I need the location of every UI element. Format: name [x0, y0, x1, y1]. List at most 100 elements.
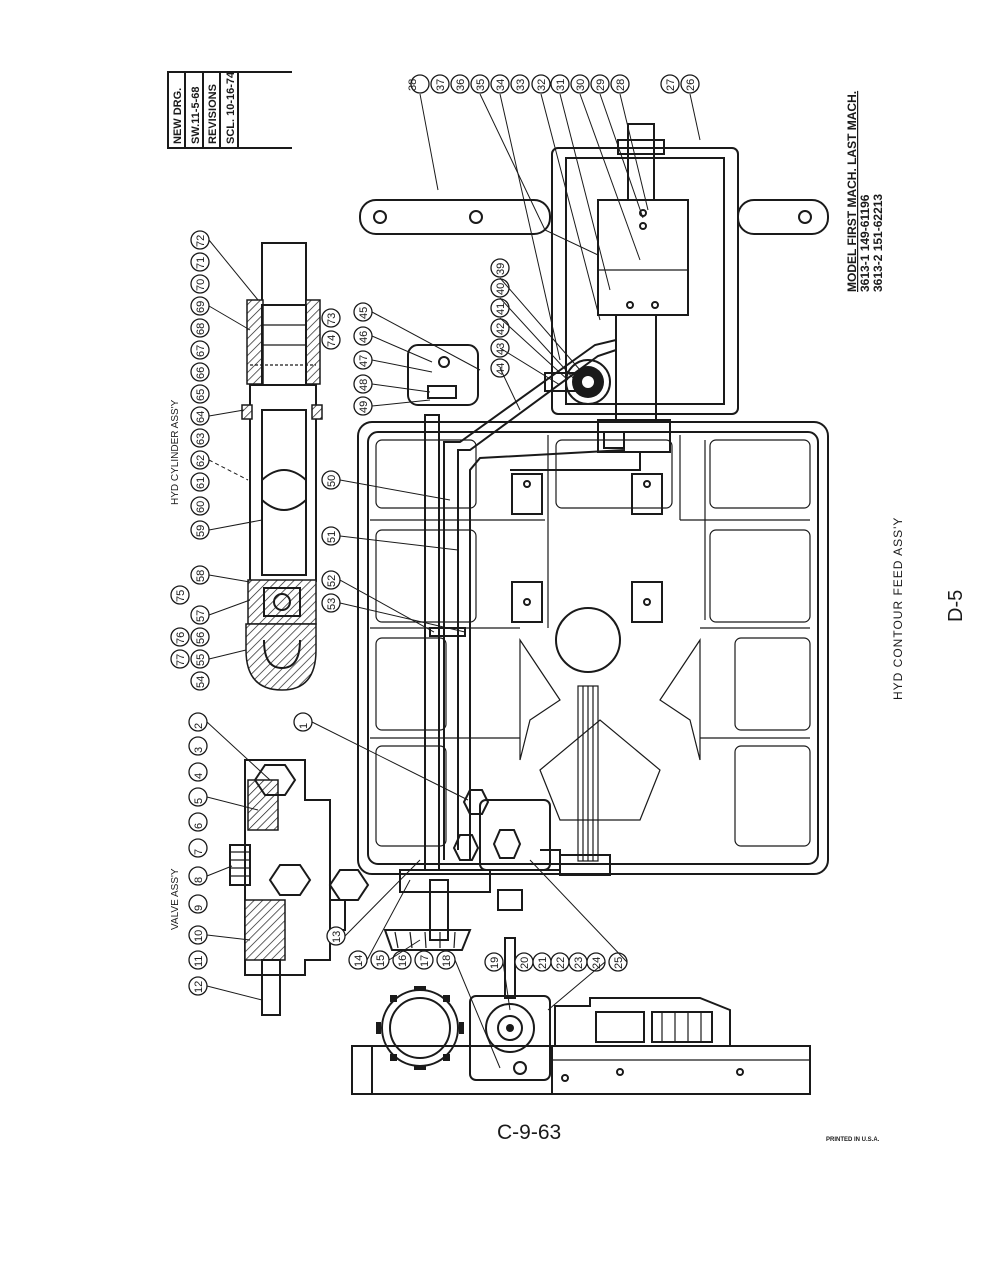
callout-3: 3 [188, 736, 208, 756]
svg-text:31: 31 [555, 79, 567, 91]
svg-text:4: 4 [193, 773, 205, 779]
callout-41: 41 [490, 298, 510, 318]
doc-number: C-9-63 [497, 1121, 561, 1144]
callout-5: 5 [188, 787, 208, 807]
assembly-title: HYD CONTOUR FEED ASS'Y [891, 517, 905, 700]
svg-text:58: 58 [195, 570, 207, 582]
callout-50: 50 [321, 470, 341, 490]
callout-45: 45 [353, 302, 373, 322]
callout-61: 61 [190, 472, 210, 492]
callout-60: 60 [190, 496, 210, 516]
svg-text:35: 35 [475, 79, 487, 91]
svg-text:1: 1 [298, 723, 310, 729]
svg-text:42: 42 [495, 323, 507, 335]
svg-text:6: 6 [193, 823, 205, 829]
svg-text:52: 52 [326, 575, 338, 587]
new-drg-date: SW.11-5-68 [190, 87, 202, 144]
callout-18: 18 [436, 950, 456, 970]
callout-42: 42 [490, 318, 510, 338]
callout-35: 35 [470, 74, 490, 94]
svg-text:20: 20 [519, 957, 531, 969]
callout-57: 57 [190, 605, 210, 625]
svg-text:5: 5 [193, 798, 205, 804]
svg-text:74: 74 [326, 335, 338, 347]
valve-drawing [229, 759, 370, 1016]
svg-text:14: 14 [353, 955, 365, 967]
callout-37: 37 [430, 74, 450, 94]
callout-22: 22 [550, 952, 570, 972]
svg-text:60: 60 [195, 501, 207, 513]
svg-text:12: 12 [193, 981, 205, 993]
callout-25: 25 [608, 952, 628, 972]
callout-76: 76 [170, 627, 190, 647]
svg-text:41: 41 [495, 303, 507, 315]
svg-text:64: 64 [195, 411, 207, 423]
hyd-cylinder-title: HYD CYLINDER ASS'Y [170, 399, 181, 505]
svg-text:59: 59 [195, 525, 207, 537]
callout-48: 48 [353, 374, 373, 394]
svg-text:18: 18 [441, 955, 453, 967]
callout-24: 24 [586, 952, 606, 972]
callout-21: 21 [532, 952, 552, 972]
svg-text:77: 77 [175, 654, 187, 666]
svg-text:57: 57 [195, 610, 207, 622]
svg-text:30: 30 [575, 79, 587, 91]
callout-49: 49 [353, 396, 373, 416]
svg-text:21: 21 [537, 957, 549, 969]
svg-text:66: 66 [195, 367, 207, 379]
callout-16: 16 [392, 950, 412, 970]
svg-text:34: 34 [495, 79, 507, 91]
callout-8: 8 [188, 866, 208, 886]
svg-text:16: 16 [397, 955, 409, 967]
svg-text:48: 48 [358, 379, 370, 391]
svg-text:25: 25 [613, 957, 625, 969]
hex-fitting-icon [253, 764, 297, 796]
callout-14: 14 [348, 950, 368, 970]
callout-58: 58 [190, 565, 210, 585]
svg-text:46: 46 [358, 331, 370, 343]
revision-box: NEW DRG. SW.11-5-68 REVISIONS SCL. 10-16… [167, 71, 292, 149]
svg-text:40: 40 [495, 283, 507, 295]
svg-text:32: 32 [536, 79, 548, 91]
callout-67: 67 [190, 340, 210, 360]
svg-text:54: 54 [195, 676, 207, 688]
gear-icon [565, 359, 611, 405]
svg-text:50: 50 [326, 475, 338, 487]
callout-13: 13 [326, 926, 346, 946]
svg-text:8: 8 [193, 877, 205, 883]
svg-text:45: 45 [358, 307, 370, 319]
svg-text:76: 76 [175, 632, 187, 644]
hyd-cylinder-drawing [241, 242, 323, 691]
callout-6: 6 [188, 812, 208, 832]
callout-11: 11 [188, 950, 208, 970]
svg-text:73: 73 [326, 313, 338, 325]
callout-65: 65 [190, 384, 210, 404]
callout-20: 20 [514, 952, 534, 972]
svg-text:71: 71 [195, 257, 207, 269]
page-code: D-5 [945, 590, 967, 622]
callout-74: 74 [321, 330, 341, 350]
svg-text:29: 29 [595, 79, 607, 91]
callout-71: 71 [190, 252, 210, 272]
svg-text:61: 61 [195, 477, 207, 489]
callout-72: 72 [190, 230, 210, 250]
callout-30: 30 [570, 74, 590, 94]
callout-34: 34 [490, 74, 510, 94]
handwheel-icon [383, 929, 472, 951]
svg-text:2: 2 [193, 723, 205, 729]
svg-text:55: 55 [195, 654, 207, 666]
svg-text:24: 24 [591, 957, 603, 969]
svg-text:75: 75 [175, 590, 187, 602]
motor-icon [376, 986, 464, 1070]
svg-text:56: 56 [195, 632, 207, 644]
svg-text:37: 37 [435, 79, 447, 91]
printed-in-usa: PRINTED IN U.S.A. [826, 1137, 880, 1143]
svg-text:63: 63 [195, 433, 207, 445]
model-table-header: MODEL FIRST MACH. LAST MACH. [845, 91, 859, 292]
callout-40: 40 [490, 278, 510, 298]
callout-47: 47 [353, 350, 373, 370]
svg-text:70: 70 [195, 279, 207, 291]
callout-68: 68 [190, 318, 210, 338]
callout-46: 46 [353, 326, 373, 346]
